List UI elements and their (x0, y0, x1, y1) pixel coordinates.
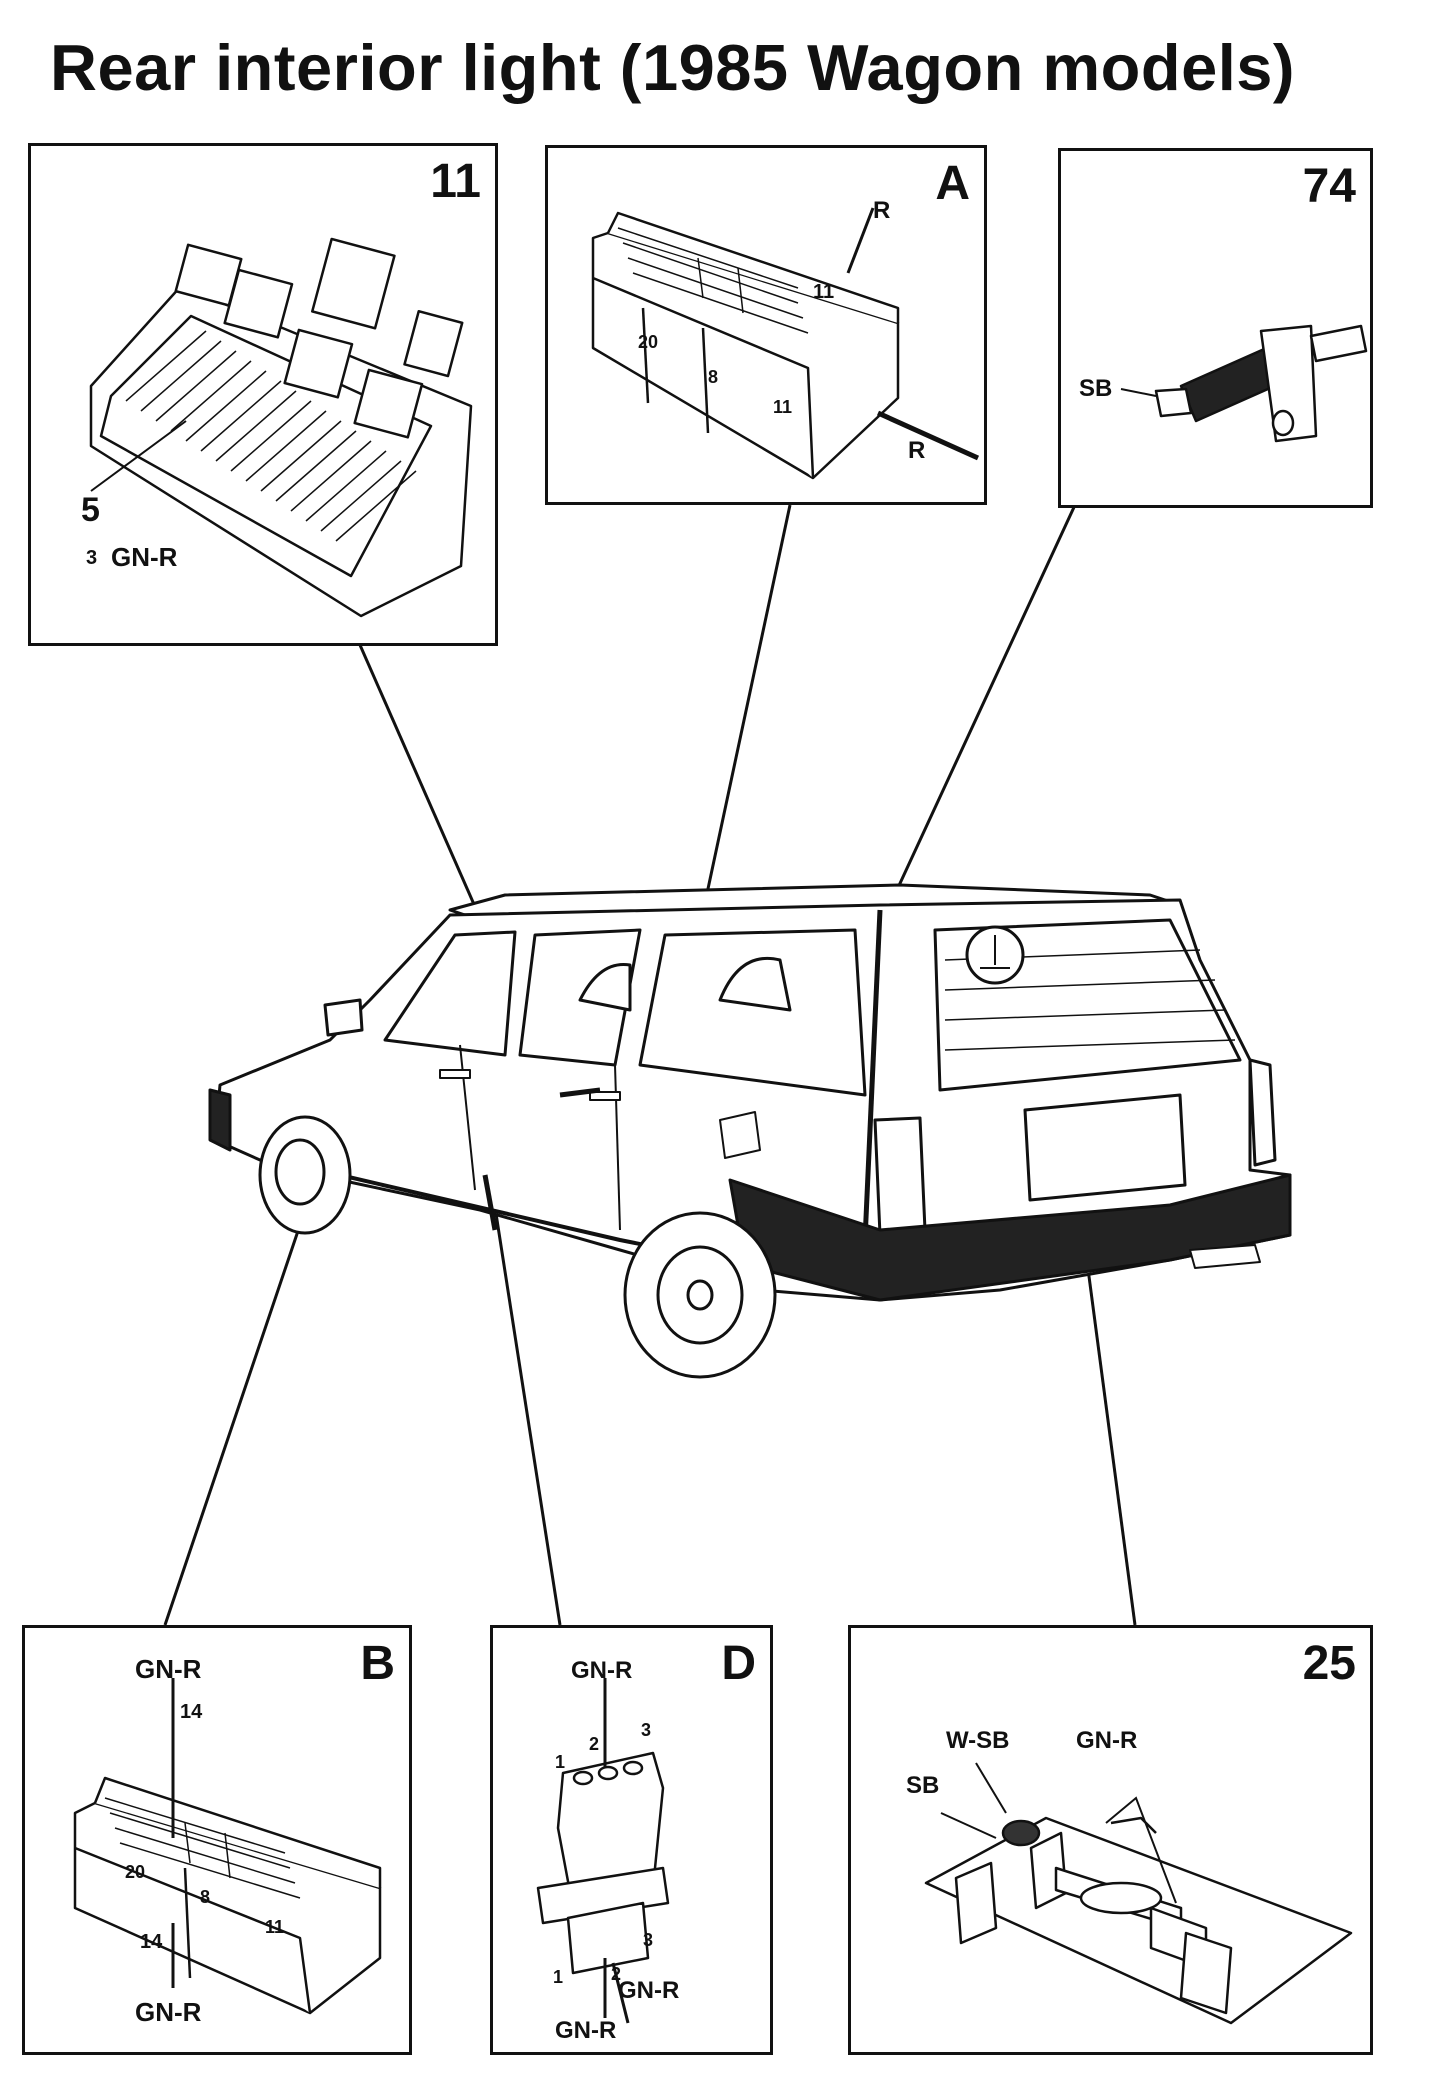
wire-top-label: R (873, 197, 890, 224)
pin-label: 11 (773, 397, 792, 417)
panel-74-door-switch: 74 SB (1058, 148, 1373, 508)
pin-label: 8 (200, 1887, 210, 1907)
wire-right-label: GN-R (618, 1977, 679, 2004)
panel-id: B (360, 1637, 395, 1690)
wire-bottom-label: GN-R (135, 1997, 202, 2027)
fuse-box-illustration: 5 3 GN-R (81, 237, 473, 618)
pin-label: 1 (553, 1967, 563, 1987)
pin-label: 2 (589, 1734, 599, 1754)
wire-top-label: GN-R (135, 1654, 202, 1684)
panel-25-rear-light: 25 W-SB GN-R SB (848, 1625, 1373, 2055)
car-body (208, 883, 1292, 1379)
pin-label: 20 (638, 332, 658, 352)
connector-b-illustration: GN-R 14 20 8 11 14 GN-R (73, 1654, 382, 2027)
wire-wsb-label: W-SB (946, 1727, 1010, 1754)
panel-a-connector: A R 11 20 8 11 R (545, 145, 987, 505)
wire-gnr-label: GN-R (1076, 1727, 1137, 1754)
panel-id: A (935, 157, 970, 210)
pin-label: 5 (81, 491, 100, 529)
pin-label: 20 (125, 1862, 145, 1882)
door-switch-illustration: SB (1079, 324, 1368, 443)
wire-label: SB (1079, 375, 1112, 402)
pin-label: 11 (813, 281, 834, 303)
wire-bottom-label: R (908, 437, 925, 464)
rear-light-illustration: W-SB GN-R SB (906, 1727, 1353, 2025)
connector-d-illustration: GN-R 1 2 3 3 1 2 GN-R GN-R (536, 1657, 679, 2044)
pin-label: 3 (643, 1930, 653, 1950)
wire-bottom-label: GN-R (555, 2017, 616, 2044)
wire-sb-label: SB (906, 1772, 939, 1799)
panel-id: 74 (1302, 160, 1356, 213)
pin-label: 2 (611, 1964, 621, 1984)
pin-label: 14 (140, 1931, 163, 1953)
pin-label: 8 (708, 367, 718, 387)
wire-top-label: GN-R (571, 1657, 632, 1684)
panel-d-connector: D GN-R 1 2 3 3 1 2 GN-R GN-R (490, 1625, 773, 2055)
panel-b-connector: B GN-R 14 20 8 11 14 GN-R (22, 1625, 412, 2055)
panel-id: 11 (430, 155, 481, 208)
pin-label: 3 (641, 1720, 651, 1740)
page-title: Rear interior light (1985 Wagon models) (50, 31, 1296, 104)
pin-label: 1 (555, 1752, 565, 1772)
pin-label: 14 (180, 1701, 203, 1723)
wire-number-label: 3 (86, 547, 97, 569)
pin-label: 11 (265, 1917, 284, 1937)
panel-id: D (721, 1637, 756, 1690)
panel-11-fuse-box: 11 5 3 GN-R (28, 143, 498, 646)
wire-color-label: GN-R (111, 542, 178, 572)
connector-a-illustration: R 11 20 8 11 R (591, 197, 980, 480)
panel-id: 25 (1302, 1637, 1356, 1690)
